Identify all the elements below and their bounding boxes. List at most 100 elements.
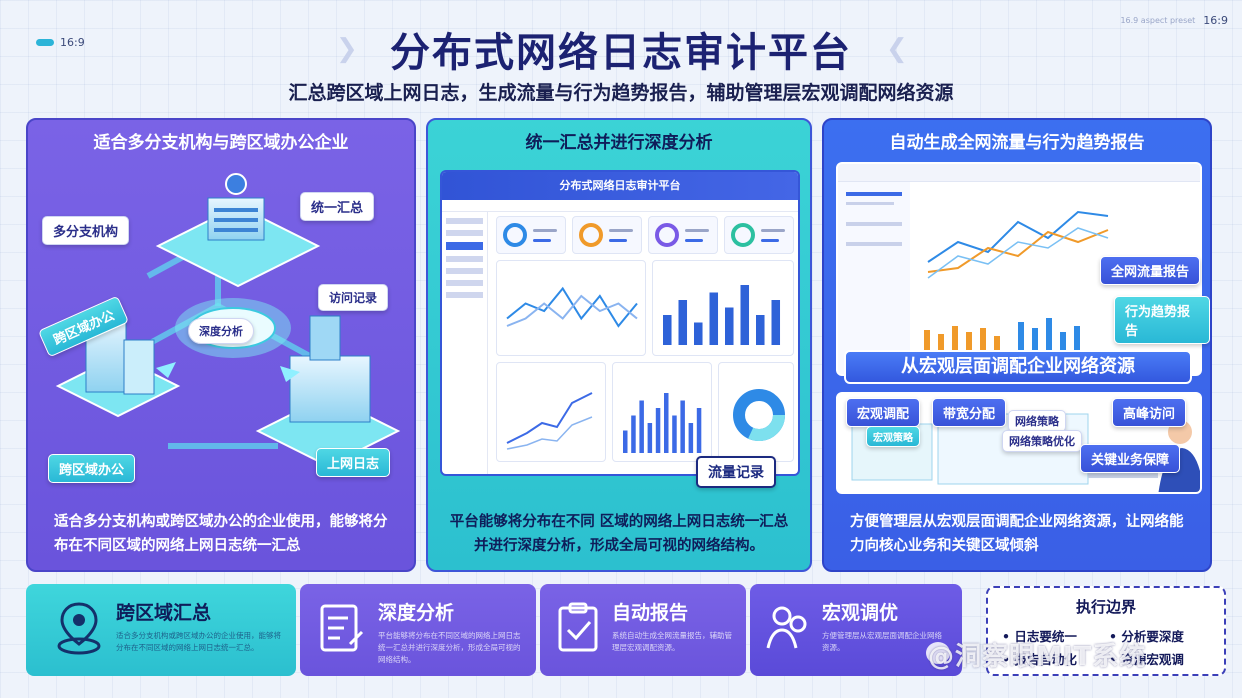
tag-cross-region-office: 跨区域办公 [48, 454, 136, 483]
building-right-complex [289, 355, 371, 423]
boundary-item: 资源宏观调 [1109, 649, 1216, 668]
bar [639, 400, 644, 453]
dashboard-mockup: 分布式网络日志审计平台 [440, 170, 800, 476]
globe-icon [225, 173, 247, 195]
panel-deep-analysis: 统一汇总并进行深度分析 分布式网络日志审计平台 [426, 118, 812, 572]
bar [680, 400, 685, 453]
tag-macro-allocation: 宏观调配 [846, 398, 921, 427]
bar-chart-2 [623, 393, 702, 453]
bar [694, 322, 703, 345]
ratio-pill-icon [36, 39, 54, 46]
card-title: 宏观调优 [822, 602, 899, 624]
card-description: 适合多分支机构或跨区域办公的企业使用，能够将分布在不同区域的网络上网日志统一汇总… [116, 631, 281, 652]
tag-unified: 统一汇总 [300, 192, 375, 221]
boundary-title: 执行边界 [1075, 598, 1136, 616]
watermark-text: @洞察眼MIT系统 [928, 642, 1147, 672]
tag-peak-access: 高峰访问 [1112, 398, 1187, 427]
chevron-right-icon: ❮ [886, 34, 908, 64]
page-subtitle: 汇总跨区域上网日志，生成流量与行为趋势报告，辅助管理层宏观调配网络资源 [288, 82, 954, 104]
tag-web-log: 上网日志 [316, 448, 391, 477]
team-icon [766, 606, 807, 649]
bar [740, 285, 750, 345]
chevron-left-icon: ❯ [336, 34, 358, 64]
card-title: 深度分析 [378, 602, 455, 624]
bar [647, 423, 653, 453]
panel-description: 适合多分支机构或跨区域办公的企业使用，能够将分布在不同区域的网络上网日志统一汇总 [54, 514, 388, 554]
area-chart-card [496, 362, 606, 462]
donut-chart-card [718, 362, 794, 462]
bar-chart-card [652, 260, 794, 356]
panel-title: 自动生成全网流量与行为趋势报告 [889, 133, 1145, 153]
tag-traffic-log: 流量记录 [696, 456, 776, 488]
area-chart [506, 392, 593, 450]
tag-behavior-report: 行为趋势报告 [1114, 296, 1210, 344]
location-pin-icon [57, 602, 101, 655]
kpi-card [724, 216, 794, 254]
tag-multi-branch: 多分支机构 [42, 216, 130, 245]
dashboard-title: 分布式网络日志审计平台 [442, 172, 798, 200]
bottom-card-macro-tune: 宏观调优 方便管理层从宏观层面调配企业网络资源。 [750, 584, 962, 676]
card-description: 系统自动生成全网流量报告，辅助管理层宏观调配资源。 [612, 631, 732, 652]
ratio-text-right: 16:9 [1203, 14, 1228, 27]
tag-deep-analysis: 深度分析 [188, 318, 254, 344]
line-series [506, 294, 638, 327]
bar [623, 430, 628, 453]
building-right-tower [309, 315, 341, 361]
ratio-faint-text: 16.9 aspect preset [1120, 16, 1196, 25]
tag-access-log: 访问记录 [318, 284, 389, 311]
platform-top [155, 204, 321, 288]
tag-network-policy: 网络策略 [1008, 410, 1066, 432]
aspect-ratio-label-right: 16.9 aspect preset 16:9 [1120, 14, 1228, 27]
report-toolbar [838, 164, 1200, 182]
building-left-small [123, 339, 155, 395]
bar [709, 292, 719, 345]
card-title: 跨区域汇总 [116, 602, 212, 624]
tag-network-traffic-report: 全网流量报告 [1100, 256, 1201, 285]
aspect-ratio-label: 16:9 [36, 36, 85, 49]
panel-multi-branch: 适合多分支机构与跨区域办公企业 多分支机构 统一汇总 访问记录 跨区域办公 深度… [26, 118, 416, 572]
bottom-card-deep-analysis: 深度分析 平台能够将分布在不同区域的网络上网日志统一汇总并进行深度分析，形成全局… [300, 584, 536, 676]
panel-auto-report: 自动生成全网流量与行为趋势报告 全网流量报告 行为趋势报告 从宏观层面调配企业网… [822, 118, 1212, 572]
arrow-icon [280, 366, 300, 382]
macro-allocation-banner: 从宏观层面调配企业网络资源 [844, 350, 1192, 384]
line-chart-card [496, 260, 646, 356]
bar [696, 408, 702, 453]
tag-macro-policy: 宏观策略 [866, 426, 920, 447]
dashboard-sidebar [442, 212, 488, 474]
line-series [506, 286, 638, 328]
bar [688, 423, 694, 453]
bar [756, 315, 765, 345]
dashboard-toolbar [442, 200, 798, 212]
donut-chart [733, 389, 785, 441]
bar [771, 300, 781, 345]
tag-key-business: 关键业务保障 [1080, 444, 1181, 473]
card-title: 自动报告 [612, 602, 689, 624]
tag-policy-optimize: 网络策略优化 [1002, 430, 1082, 452]
bar [631, 415, 636, 453]
ratio-text: 16:9 [60, 36, 85, 49]
trend-chart [838, 182, 1109, 374]
report-edit-icon [320, 604, 364, 652]
card-description: 平台能够将分布在不同区域的网络上网日志统一汇总并进行深度分析，形成全局可视的网络… [378, 631, 521, 664]
kpi-card [496, 216, 566, 254]
page-title: 分布式网络日志审计平台 [390, 30, 852, 76]
bottom-card-auto-report: 自动报告 系统自动生成全网流量报告，辅助管理层宏观调配资源。 [540, 584, 746, 676]
bar [663, 315, 672, 345]
panel-title: 适合多分支机构与跨区域办公企业 [93, 133, 349, 153]
panel-description: 方便管理层从宏观层面调配企业网络资源，让网络能力向核心业务和关键区域倾斜 [850, 514, 1184, 554]
bottom-card-cross-region: 跨区域汇总 适合多分支机构或跨区域办公的企业使用，能够将分布在不同区域的网络上网… [26, 584, 296, 676]
boundary-item: 分析要深度 [1109, 626, 1216, 645]
bar [672, 415, 677, 453]
execution-boundary-box: 执行边界 日志要统一 分析要深度 报告自动化 资源宏观调 [986, 586, 1226, 676]
bar-chart-card-2 [612, 362, 712, 462]
panel-description: 平台能够将分布在不同 区域的网络上网日志统一汇总并进行深度分析，形成全局可视的网… [449, 514, 789, 554]
bar [678, 300, 688, 345]
boundary-item: 报告自动化 [1002, 649, 1109, 668]
kpi-card [572, 216, 642, 254]
bar [655, 408, 661, 453]
checklist-icon [558, 602, 598, 652]
tag-bandwidth: 带宽分配 [932, 398, 1007, 427]
bar [725, 307, 734, 345]
card-description: 方便管理层从宏观层面调配企业网络资源。 [822, 631, 942, 652]
line-chart [506, 286, 638, 328]
